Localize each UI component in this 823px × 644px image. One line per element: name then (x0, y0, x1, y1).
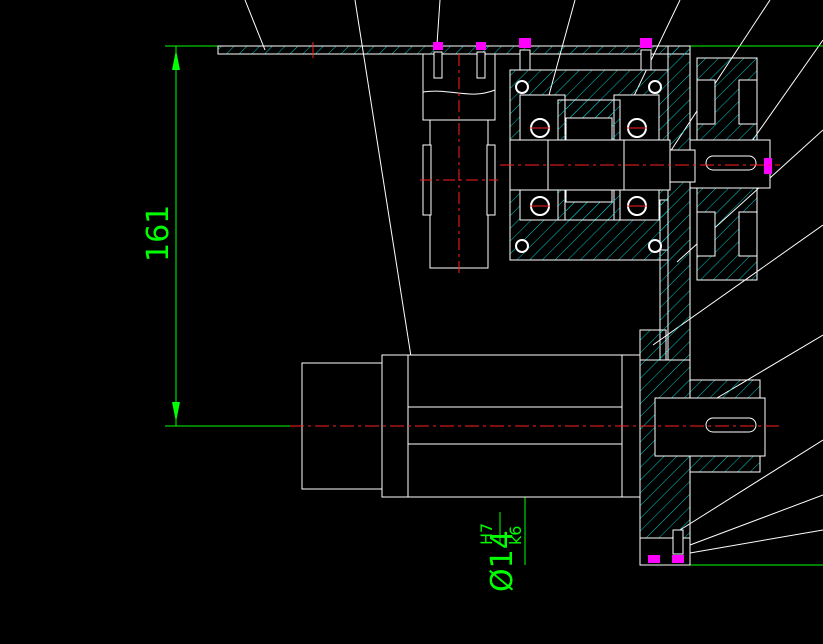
bearing-ball-centers (530, 127, 647, 207)
idler-assembly (420, 53, 498, 275)
shaft-fit-dimension: Ø14 H7 k6 (477, 512, 525, 592)
shaft-fit-lower: k6 (506, 526, 525, 545)
shaft-fit-prefix: Ø14 (485, 530, 520, 592)
bottom-fasteners (639, 529, 691, 566)
motor-body (301, 354, 641, 498)
shaft-fit-upper: H7 (477, 523, 496, 545)
top-screws (433, 38, 652, 79)
vertical-dimension-label: 161 (141, 205, 176, 262)
housing-wall (639, 45, 691, 566)
upper-pulley (689, 57, 772, 281)
